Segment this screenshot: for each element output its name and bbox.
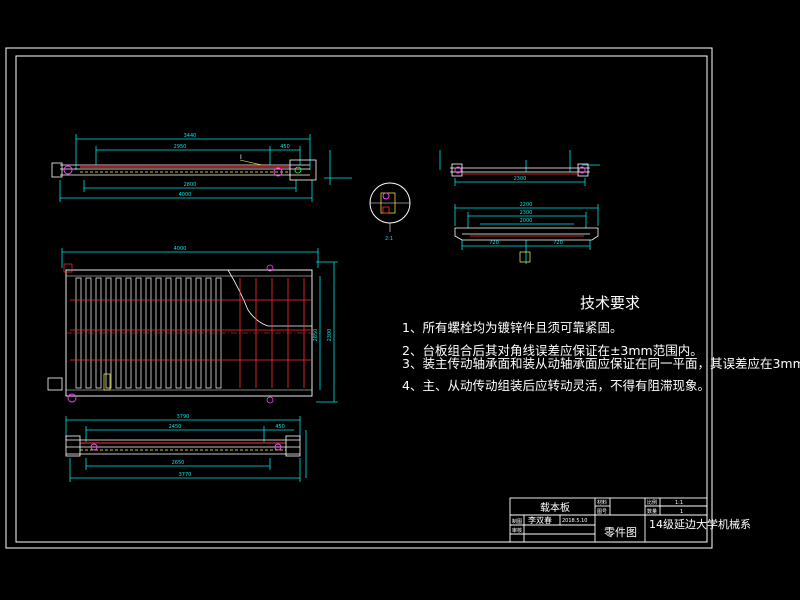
dim-side-b: 2300 (520, 210, 533, 216)
detail-view-circle: 2:1 (369, 182, 411, 242)
outer-frame (5, 47, 713, 549)
dim-top-overall: 3440 (184, 133, 197, 139)
title-scale-value: 1:1 (675, 500, 683, 506)
dim-plan-height: 2300 (327, 329, 333, 342)
title-drawing-type: 零件图 (604, 526, 637, 539)
dim-bottom-inner: 2450 (169, 424, 182, 430)
bottom-elevation-view: 3790 2450 450 2650 3770 (65, 414, 307, 482)
plan-view: 4000 2850 2300 (47, 246, 338, 404)
tech-requirement-3: 3、装主传动轴承面和装从动轴承面应保证在同一平面，其误差应在3mm内。 (402, 356, 800, 371)
tech-requirement-4: 4、主、从动传动组装后应转动灵活，不得有阻滞现象。 (402, 378, 710, 393)
title-institution: 14级延边大学机械系 (649, 517, 751, 531)
dim-side-a: 2200 (520, 202, 533, 208)
dim-plan-width: 4000 (174, 246, 187, 252)
title-small-label-2: 图号 (597, 509, 607, 515)
dim-top-inner: 2950 (174, 144, 187, 150)
dim-plan-side: 2850 (313, 329, 319, 342)
title-scale-label: 比例 (647, 499, 657, 506)
tech-requirement-2: 2、台板组合后其对角线误差应保证在±3mm范围内。 (402, 343, 703, 358)
dim-top-bottom-overall: 4000 (179, 192, 192, 198)
top-elevation-view: 3440 2950 450 2800 4000 I (51, 133, 352, 202)
detail-scale: 2:1 (385, 236, 393, 242)
tech-requirement-1: 1、所有螺栓均为镀锌件且须可靠紧固。 (402, 320, 623, 335)
title-row-label-2: 审核 (512, 527, 522, 534)
detail-callout-label: I (240, 154, 242, 161)
title-part-name: 载本板 (540, 501, 570, 514)
dim-bottom-lowest: 3770 (179, 472, 192, 478)
dim-top-right: 450 (280, 144, 290, 150)
dim-bottom-right: 450 (275, 424, 285, 430)
dim-side-c: 2000 (520, 218, 533, 224)
title-block: 载本板 材料 图号 比例 1:1 数量 1 制图 审核 李双春 2018.5.1… (509, 497, 751, 543)
side-view: 2300 2200 2300 2000 720 720 (439, 150, 600, 264)
dim-side-top: 2300 (514, 176, 527, 182)
title-quantity-value: 1 (680, 509, 683, 515)
title-small-label-1: 材料 (597, 499, 607, 506)
dim-side-d: 720 (489, 240, 499, 246)
inner-frame (15, 55, 708, 543)
dim-bottom-overall: 3790 (177, 414, 190, 420)
dim-top-bottom-inner: 2800 (184, 182, 197, 188)
dim-bottom-lower: 2650 (172, 460, 185, 466)
title-row-label-1: 制图 (512, 518, 522, 525)
tech-requirements-title: 技术要求 (580, 294, 641, 312)
dim-side-e: 720 (553, 240, 563, 246)
title-quantity-label: 数量 (647, 508, 657, 515)
title-date: 2018.5.10 (562, 518, 587, 524)
title-designer: 李双春 (528, 515, 552, 525)
